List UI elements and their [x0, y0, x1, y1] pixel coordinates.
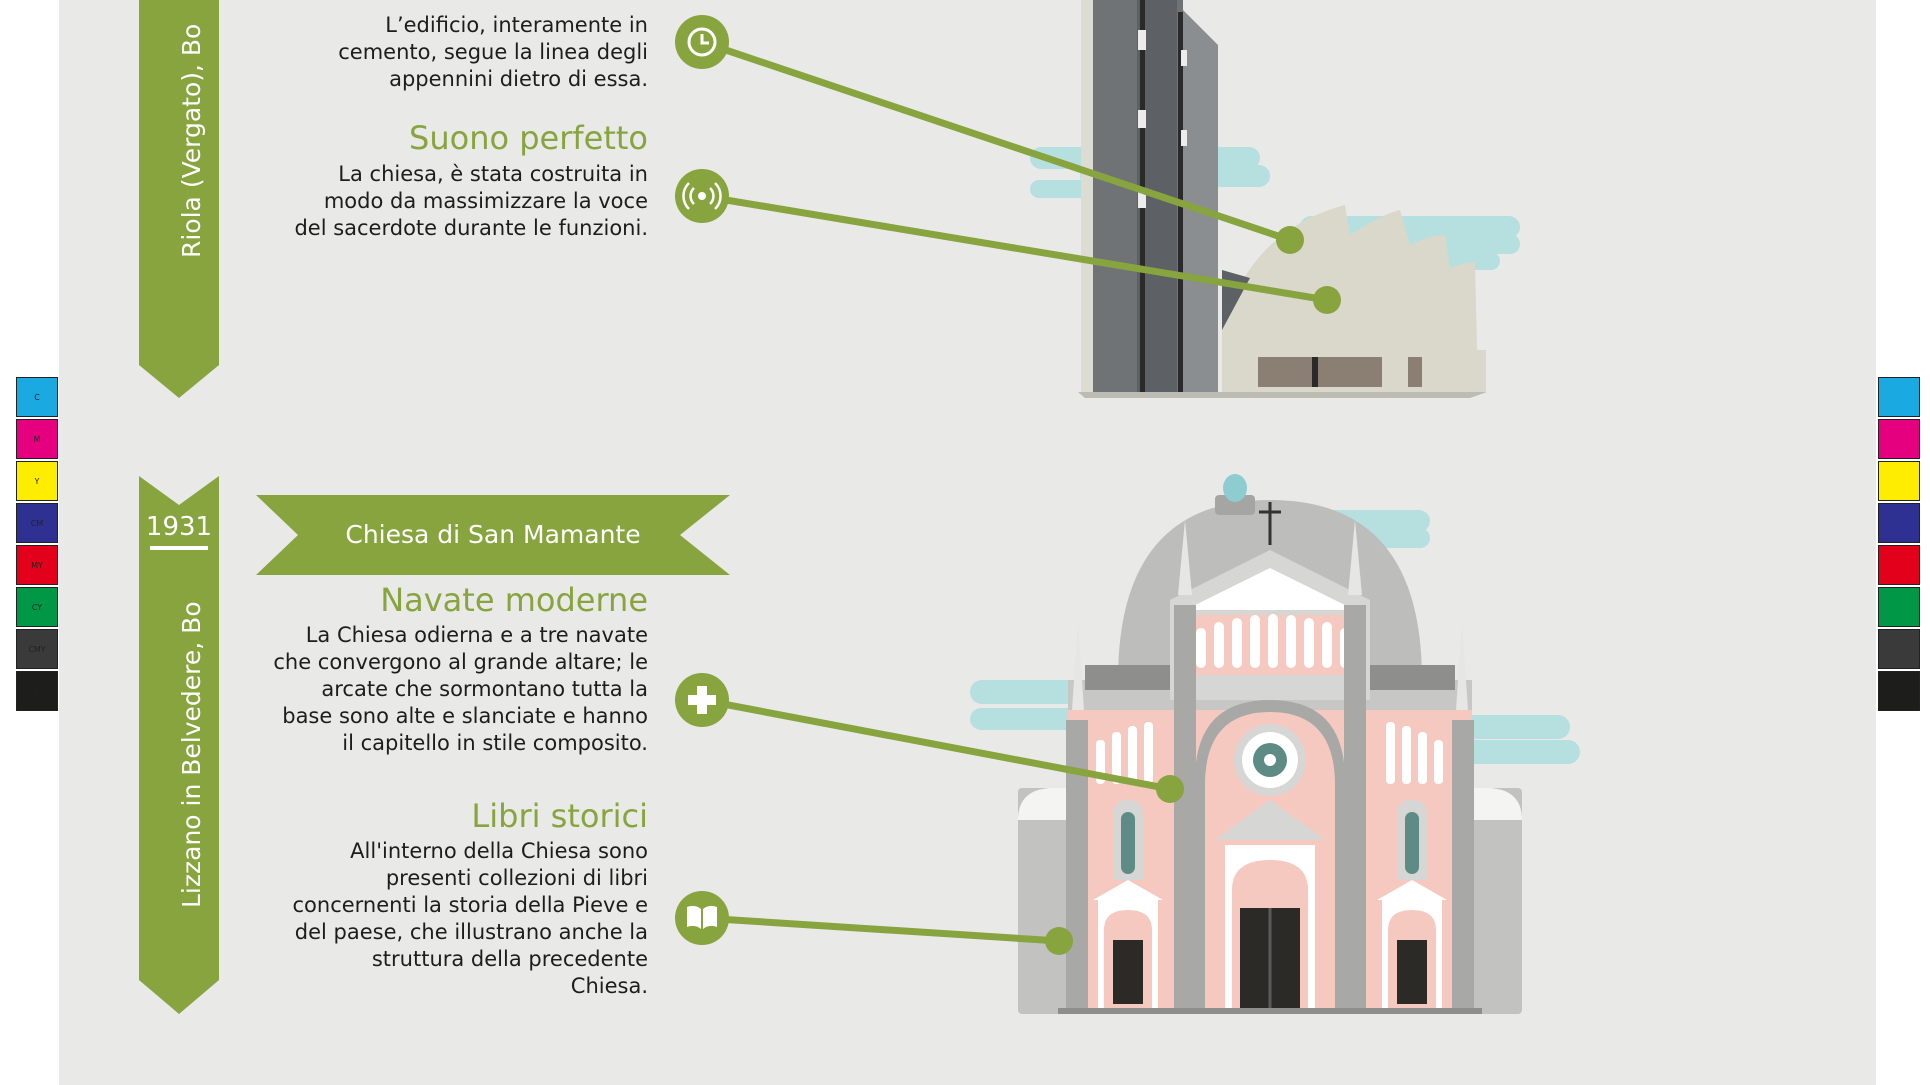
feature-text-navate: La Chiesa odierna e a tre navate che con…: [273, 623, 648, 755]
feature-title-libri: Libri storici: [471, 797, 648, 835]
clock-icon: [675, 15, 729, 69]
year-label: 1931: [145, 512, 213, 542]
modern-church-illustration: [1030, 0, 1520, 398]
year-underline: [150, 546, 208, 550]
left-swatch: CM: [16, 503, 58, 543]
left-swatch: MY: [16, 545, 58, 585]
right-swatch: [1878, 587, 1920, 627]
timeline-ribbon-1: [139, 0, 219, 365]
connector-lines-1: [700, 38, 1341, 314]
left-swatch: M: [16, 419, 58, 459]
left-swatch: C: [16, 377, 58, 417]
right-swatch: [1878, 629, 1920, 669]
left-swatch: K: [16, 671, 58, 711]
right-swatch: [1878, 503, 1920, 543]
san-mamante-church-illustration: [970, 474, 1580, 1014]
left-swatch: CMY: [16, 629, 58, 669]
feature-title-suono: Suono perfetto: [409, 119, 648, 157]
book-icon: [675, 891, 729, 945]
color-calibration-strip-right: [1878, 377, 1920, 713]
right-swatch: [1878, 545, 1920, 585]
feature-text-libri: All'interno della Chiesa sono presenti c…: [292, 839, 649, 998]
connector-lines-2: [701, 696, 1184, 955]
cross-icon: [675, 673, 729, 727]
church-name-banner: [256, 495, 730, 575]
right-swatch: [1878, 671, 1920, 711]
right-swatch: [1878, 377, 1920, 417]
right-swatch: [1878, 419, 1920, 459]
left-swatch: Y: [16, 461, 58, 501]
feature-title-navate: Navate moderne: [380, 581, 648, 619]
intro-text-1: L’edificio, interamente in cemento, segu…: [338, 13, 648, 91]
left-swatch: CY: [16, 587, 58, 627]
feature-text-suono: La chiesa, è stata costruita in modo da …: [294, 162, 648, 240]
sound-icon: [675, 169, 729, 223]
right-swatch: [1878, 461, 1920, 501]
church-name: Chiesa di San Mamante: [345, 520, 641, 549]
